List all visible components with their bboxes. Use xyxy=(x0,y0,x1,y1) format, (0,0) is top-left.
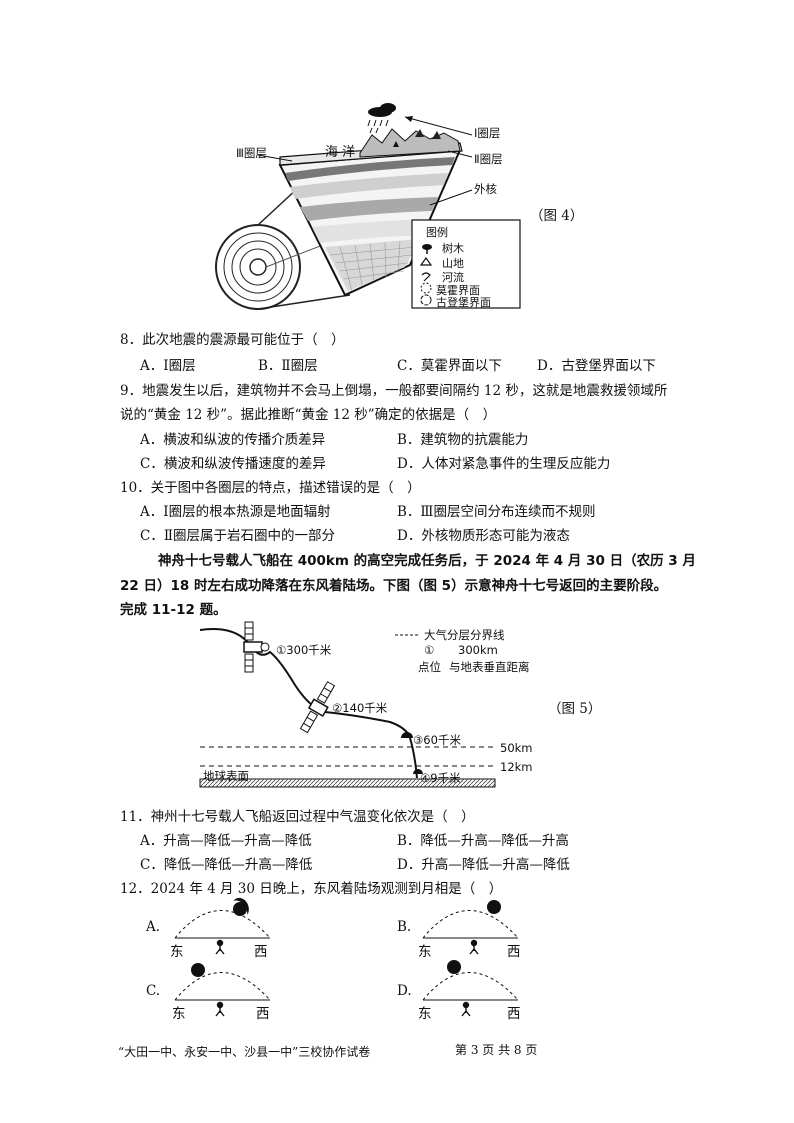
question-12-option-c: C. xyxy=(146,983,161,999)
moon-icon-a xyxy=(233,897,249,916)
footer-page-number: 第 3 页 共 8 页 xyxy=(455,1043,538,1057)
rain-cloud-icon xyxy=(367,103,396,134)
question-12-stem: 12．2024 年 4 月 30 日晚上，东风着陆场观测到月相是（ ） xyxy=(120,881,503,897)
figure-5-caption: （图 5） xyxy=(548,701,602,717)
observer-icon-c xyxy=(215,1001,225,1017)
figure-5-point-2: ②140千米 xyxy=(332,701,388,715)
question-9-option-d: D．人体对紧急事件的生理反应能力 xyxy=(397,456,611,472)
outer-core-pattern xyxy=(325,239,420,292)
question-8-option-a: A．Ⅰ圈层 xyxy=(140,358,196,374)
moon-diagram-d xyxy=(422,960,519,1017)
question-10-option-b: B．Ⅲ圈层空间分布连续而不规则 xyxy=(397,504,596,520)
figure-4-label-layer-III: Ⅲ圈层 xyxy=(236,146,267,160)
question-11-stem: 11．神州十七号载人飞船返回过程中气温变化依次是（ ） xyxy=(120,809,475,825)
figure-5-point-1: ①300千米 xyxy=(276,643,332,657)
moon-c-west: 西 xyxy=(256,1006,270,1022)
moon-icon-d xyxy=(447,960,461,974)
figure-4-label-layer-II: Ⅱ圈层 xyxy=(474,152,503,166)
passage-line-3: 完成 11-12 题。 xyxy=(120,602,227,618)
legend-tree-label: 树木 xyxy=(442,242,464,255)
question-10-option-c: C．Ⅱ圈层属于岩石圈中的一部分 xyxy=(140,528,336,544)
spacecraft-icon-1 xyxy=(243,621,270,673)
figure-5-point-3: ③60千米 xyxy=(413,733,461,747)
moon-d-east: 东 xyxy=(418,1006,432,1022)
moon-d-west: 西 xyxy=(507,1006,521,1022)
figure-4-caption: （图 4） xyxy=(530,208,584,224)
question-11-option-a: A．升高—降低—升高—降低 xyxy=(140,833,312,849)
question-9-option-a: A．横波和纵波的传播介质差异 xyxy=(140,432,326,448)
capsule-icon-4 xyxy=(413,769,423,774)
question-8-option-c: C．莫霍界面以下 xyxy=(397,358,502,374)
moon-b-east: 东 xyxy=(418,944,432,960)
question-11-option-c: C．降低—降低—升高—降低 xyxy=(140,857,313,873)
question-11-option-b: B．降低—升高—降低—升高 xyxy=(397,833,569,849)
figure-5-legend-circle: ① xyxy=(424,643,435,657)
question-11-option-d: D．升高—降低—升高—降低 xyxy=(397,857,570,873)
legend-river-label: 河流 xyxy=(442,271,464,284)
moon-b-west: 西 xyxy=(507,944,521,960)
question-8-option-d: D．古登堡界面以下 xyxy=(537,358,656,374)
observer-icon-b xyxy=(469,939,479,955)
figure-5-legend-point: 点位 xyxy=(418,660,441,674)
earth-section-circles xyxy=(215,224,301,310)
question-9-option-b: B．建筑物的抗震能力 xyxy=(397,432,529,448)
moon-diagram-a xyxy=(174,897,271,955)
passage-line-1: 神舟十七号载人飞船在 400km 的高空完成任务后，于 2024 年 4 月 3… xyxy=(158,553,696,569)
moon-a-east: 东 xyxy=(170,944,184,960)
observer-icon-a xyxy=(215,939,225,955)
capsule-icon-3 xyxy=(401,732,413,738)
question-8-stem: 8．此次地震的震源最可能位于（ ） xyxy=(120,332,345,348)
question-9-stem-line-2: 说的“黄金 12 秒”。据此推断“黄金 12 秒”确定的依据是（ ） xyxy=(120,407,497,423)
question-10-stem: 10．关于图中各圈层的特点，描述错误的是（ ） xyxy=(120,480,421,496)
figure-5-ground-label: 地球表面 xyxy=(203,769,249,783)
question-10-option-d: D．外核物质形态可能为液态 xyxy=(397,528,570,544)
question-9-stem-line-1: 9．地震发生以后，建筑物并不会马上倒塌，一般都要间隔约 12 秒，这就是地震救援… xyxy=(120,383,668,399)
question-12-option-b: B. xyxy=(397,919,412,935)
moon-diagram-c xyxy=(174,963,271,1017)
passage-line-2: 22 日）18 时左右成功降落在东风着陆场。下图（图 5）示意神舟十七号返回的主… xyxy=(120,578,668,594)
legend-moho-label: 莫霍界面 xyxy=(436,284,480,297)
figure-5-legend-km: 300km xyxy=(458,643,498,657)
figure-5-legend-distance: 与地表垂直距离 xyxy=(449,660,530,674)
moon-c-east: 东 xyxy=(172,1006,186,1022)
footer-school-name: “大田一中、永安一中、沙县一中”三校协作试卷 xyxy=(118,1045,371,1059)
figure-5 xyxy=(199,621,496,788)
question-12-option-a: A. xyxy=(146,919,161,935)
legend-gutenberg-label: 古登堡界面 xyxy=(436,296,491,309)
earth-surface xyxy=(199,778,496,788)
moon-icon-b xyxy=(487,900,501,914)
question-8-option-b: B．Ⅱ圈层 xyxy=(258,358,318,374)
figure-4 xyxy=(215,103,521,310)
figure-4-label-layer-I: Ⅰ圈层 xyxy=(474,126,501,140)
moon-a-west: 西 xyxy=(254,944,268,960)
figure-5-level-50km: 50km xyxy=(500,741,533,755)
figure-4-label-ocean: 海 洋 xyxy=(325,145,356,160)
figure-5-legend-line-label: 大气分层分界线 xyxy=(424,628,505,642)
figure-4-label-outer-core: 外核 xyxy=(474,182,497,196)
figure-4-legend-title: 图例 xyxy=(426,226,448,239)
legend-mountain-label: 山地 xyxy=(442,257,464,270)
figure-5-point-4: ④9千米 xyxy=(420,771,461,785)
spacecraft-icon-2 xyxy=(299,681,336,734)
moon-diagram-b xyxy=(422,900,519,955)
question-12-option-d: D. xyxy=(397,983,412,999)
observer-icon-d xyxy=(461,1001,471,1017)
moon-icon-c xyxy=(191,963,205,977)
figure-5-level-12km: 12km xyxy=(500,760,533,774)
question-9-option-c: C．横波和纵波传播速度的差异 xyxy=(140,456,326,472)
question-10-option-a: A．Ⅰ圈层的根本热源是地面辐射 xyxy=(140,504,331,520)
